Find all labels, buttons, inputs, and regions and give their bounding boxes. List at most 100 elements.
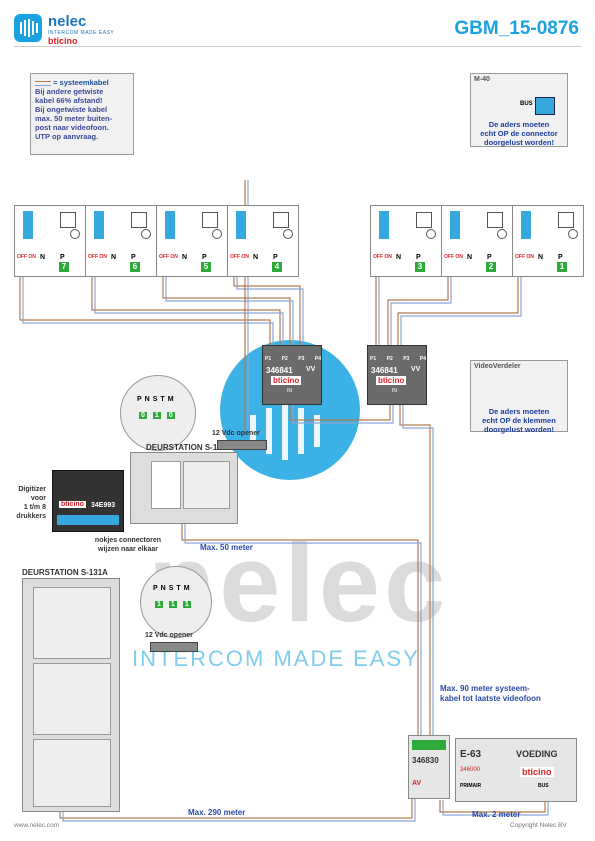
- module-terminals-icon: [412, 740, 446, 750]
- digitizer-label-line: voor: [30, 495, 46, 502]
- brand-name: nelec: [48, 13, 87, 30]
- splitter-vv: VV: [411, 366, 421, 373]
- screen-icon: [202, 212, 218, 228]
- note-line: max. 50 meter buiten-: [35, 114, 113, 123]
- screen-icon: [558, 212, 574, 228]
- m40-text-line: De aders moeten: [488, 120, 550, 129]
- m40-text: De aders moeten echt OP de connector doo…: [471, 120, 567, 147]
- off-on-label: OFF ON: [515, 254, 534, 260]
- videoverdeler-box: VideoVerdeler De aders moeten echt OP de…: [470, 360, 568, 434]
- p-label: P: [487, 254, 492, 261]
- bus-terminal-icon: [165, 211, 175, 239]
- monitor-1: OFF ON N P 1: [512, 205, 584, 277]
- screen-icon: [416, 212, 432, 228]
- bus-terminal-icon: [450, 211, 460, 239]
- dip-value: 0: [139, 412, 147, 419]
- dip-value: 1: [182, 601, 191, 608]
- psu-brand: bticino: [520, 767, 554, 777]
- bus-terminal-icon: [23, 211, 33, 239]
- s130-station: [130, 452, 238, 524]
- n-label: N: [538, 254, 544, 261]
- off-on-label: OFF ON: [444, 254, 463, 260]
- monitor-number: 7: [59, 262, 69, 272]
- digitizer-label-line: 1 t/m 8: [23, 504, 46, 511]
- port-label: P2: [281, 356, 288, 362]
- brand-tagline: INTERCOM MADE EASY: [48, 30, 115, 36]
- dip-value: 0: [166, 412, 175, 419]
- max-290-label: Max. 290 meter: [188, 808, 246, 817]
- knob-icon: [283, 229, 293, 239]
- n-label: N: [40, 254, 46, 261]
- dip-label: S: [168, 585, 174, 592]
- knob-icon: [70, 229, 80, 239]
- port-label: P1: [265, 356, 272, 362]
- m40-title: M-40: [474, 76, 490, 83]
- dip-value: 1: [152, 412, 161, 419]
- p-label: P: [202, 254, 207, 261]
- digitizer-label-line: Digitizer: [18, 486, 46, 493]
- port-label: P2: [386, 356, 393, 362]
- bus-terminal-icon: [236, 211, 246, 239]
- dip-value: 1: [155, 601, 163, 608]
- monitor-3: OFF ON N P 3: [370, 205, 442, 277]
- m40-bus-label: BUS: [520, 101, 533, 107]
- dip-value: 1: [168, 601, 177, 608]
- monitor-6: OFF ON N P 6: [85, 205, 157, 277]
- dip-label: P: [153, 585, 158, 592]
- note-line: kabel 66% afstand!: [35, 96, 103, 105]
- splitter-in: IN: [392, 388, 397, 394]
- p-label: P: [131, 254, 136, 261]
- monitor-4: OFF ON N P 4: [227, 205, 299, 277]
- videoverdeler-text-line: doorgelust worden!: [484, 425, 554, 434]
- dip-label: M: [183, 585, 190, 592]
- psu-bus: BUS: [538, 783, 549, 789]
- bus-terminal-icon: [94, 211, 104, 239]
- knob-icon: [426, 229, 436, 239]
- dip-label: P: [137, 396, 142, 403]
- p-label: P: [60, 254, 65, 261]
- cable-note: = systeemkabel Bij andere getwiste kabel…: [30, 73, 134, 155]
- screen-icon: [60, 212, 76, 228]
- cable-swatch: [35, 80, 51, 86]
- max-90-line: Max. 90 meter systeem-: [440, 684, 530, 693]
- monitor-number: 4: [272, 262, 282, 272]
- header-divider: [14, 46, 581, 47]
- dip-label: T: [160, 396, 165, 403]
- brand-partner: bticino: [48, 36, 78, 46]
- splitter-brand: bticino: [376, 376, 407, 385]
- off-on-label: OFF ON: [17, 254, 36, 260]
- digitizer-label: Digitizer voor 1 t/m 8 drukkers: [10, 485, 46, 521]
- videoverdeler-text: De aders moeten echt OP de klemmen doorg…: [471, 407, 567, 434]
- bus-terminal-icon: [521, 211, 531, 239]
- monitor-2: OFF ON N P 2: [441, 205, 513, 277]
- monitor-5: OFF ON N P 5: [156, 205, 228, 277]
- monitor-7: OFF ON N P 7: [14, 205, 86, 277]
- s131-dip-values: 1 1 1: [155, 601, 191, 608]
- s131-module-top: [33, 587, 111, 659]
- s130-dip-values: 0 1 0: [139, 412, 175, 419]
- off-on-label: OFF ON: [230, 254, 249, 260]
- knob-icon: [497, 229, 507, 239]
- s131-station: [22, 578, 120, 812]
- s130-opener-label: 12 Vdc opener: [212, 430, 260, 437]
- legend-row: = systeemkabel: [35, 78, 129, 87]
- n-label: N: [467, 254, 473, 261]
- monitor-number: 3: [415, 262, 425, 272]
- off-on-label: OFF ON: [88, 254, 107, 260]
- opener-icon: [150, 642, 198, 652]
- max-50-label: Max. 50 meter: [200, 543, 253, 552]
- splitter-model: 346841: [371, 366, 398, 375]
- nokjes-note: nokjes connectoren wijzen naar elkaar: [78, 536, 178, 554]
- s131-module-bottom: [33, 739, 111, 807]
- splitter-brand: bticino: [271, 376, 302, 385]
- splitter-vv: VV: [306, 366, 316, 373]
- n-label: N: [253, 254, 259, 261]
- watermark-bars-icon: [240, 400, 340, 465]
- monitor-number: 1: [557, 262, 567, 272]
- off-on-label: OFF ON: [373, 254, 392, 260]
